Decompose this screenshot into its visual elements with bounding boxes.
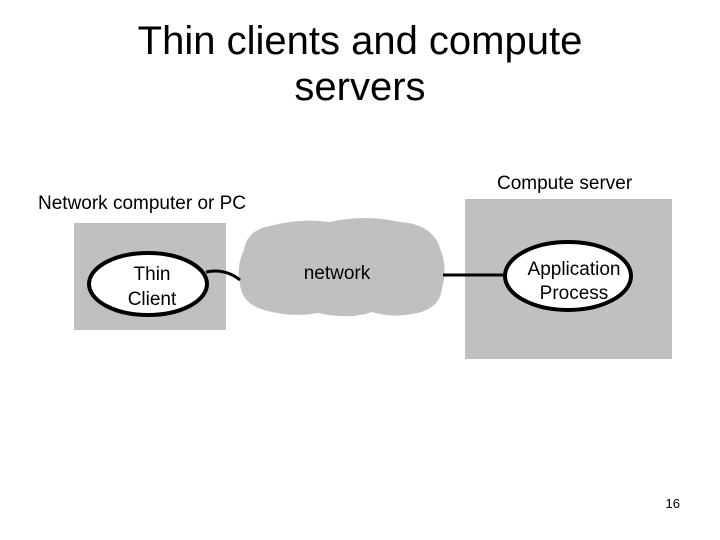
application-process-label-line-1: Application <box>528 259 621 280</box>
thin-client-label-line-1: Thin <box>134 264 171 285</box>
client-network-link <box>205 269 241 282</box>
application-process-label-line-2: Process <box>540 283 609 304</box>
compute-server-label: Compute server <box>497 173 633 194</box>
network-computer-label: Network computer or PC <box>38 193 247 214</box>
slide-title-line-2: servers <box>294 65 426 109</box>
application-process-node <box>503 240 633 312</box>
thin-client-label-line-2: Client <box>128 289 177 310</box>
thin-client-node <box>87 251 209 317</box>
slide-title-line-1: Thin clients and compute <box>137 19 583 63</box>
slide-title: Thin clients and compute servers <box>60 18 660 110</box>
network-label: network <box>304 263 371 284</box>
network-cloud <box>238 218 445 317</box>
page-number: 16 <box>665 496 680 511</box>
